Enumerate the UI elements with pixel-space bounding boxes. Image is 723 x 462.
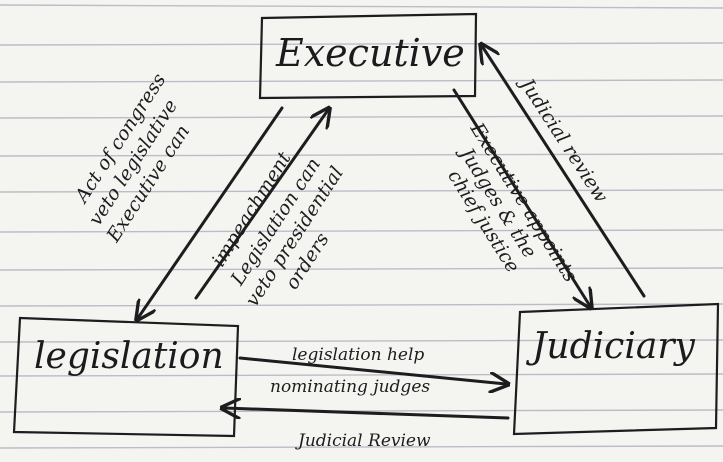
label-leg-to-jud-line2: nominating judges: [270, 377, 430, 397]
arrow-legislation-to-executive: [194, 110, 328, 300]
arrow-executive-to-judiciary: [452, 88, 590, 306]
arrow-judiciary-to-legislation: [224, 408, 510, 420]
legislation-label: legislation: [34, 336, 224, 377]
arrow-judiciary-to-executive: [482, 46, 646, 298]
judiciary-label: Judiciary: [525, 326, 696, 367]
executive-label: Executive: [275, 31, 465, 75]
label-judicial-review-bottom: Judicial Review: [295, 431, 431, 451]
judiciary-box: Judiciary: [512, 302, 720, 436]
label-leg-to-jud: legislation help nominating judges: [270, 345, 430, 397]
label-judicial-review-bottom-text: Judicial Review: [295, 431, 431, 451]
label-judicial-review-top-text: Judicial review: [514, 71, 612, 206]
label-judicial-review-top: Judicial review: [514, 71, 612, 206]
ruled-lines: [0, 4, 723, 449]
arrows: [138, 46, 646, 420]
executive-box: Executive: [258, 12, 478, 100]
arrow-executive-to-legislation: [138, 106, 284, 318]
label-leg-to-jud-line1: legislation help: [292, 345, 424, 365]
legislation-box: legislation: [12, 316, 240, 438]
label-exec-to-leg: Executive can veto legislative Act of co…: [70, 69, 194, 246]
arrow-legislation-to-judiciary: [238, 356, 506, 384]
